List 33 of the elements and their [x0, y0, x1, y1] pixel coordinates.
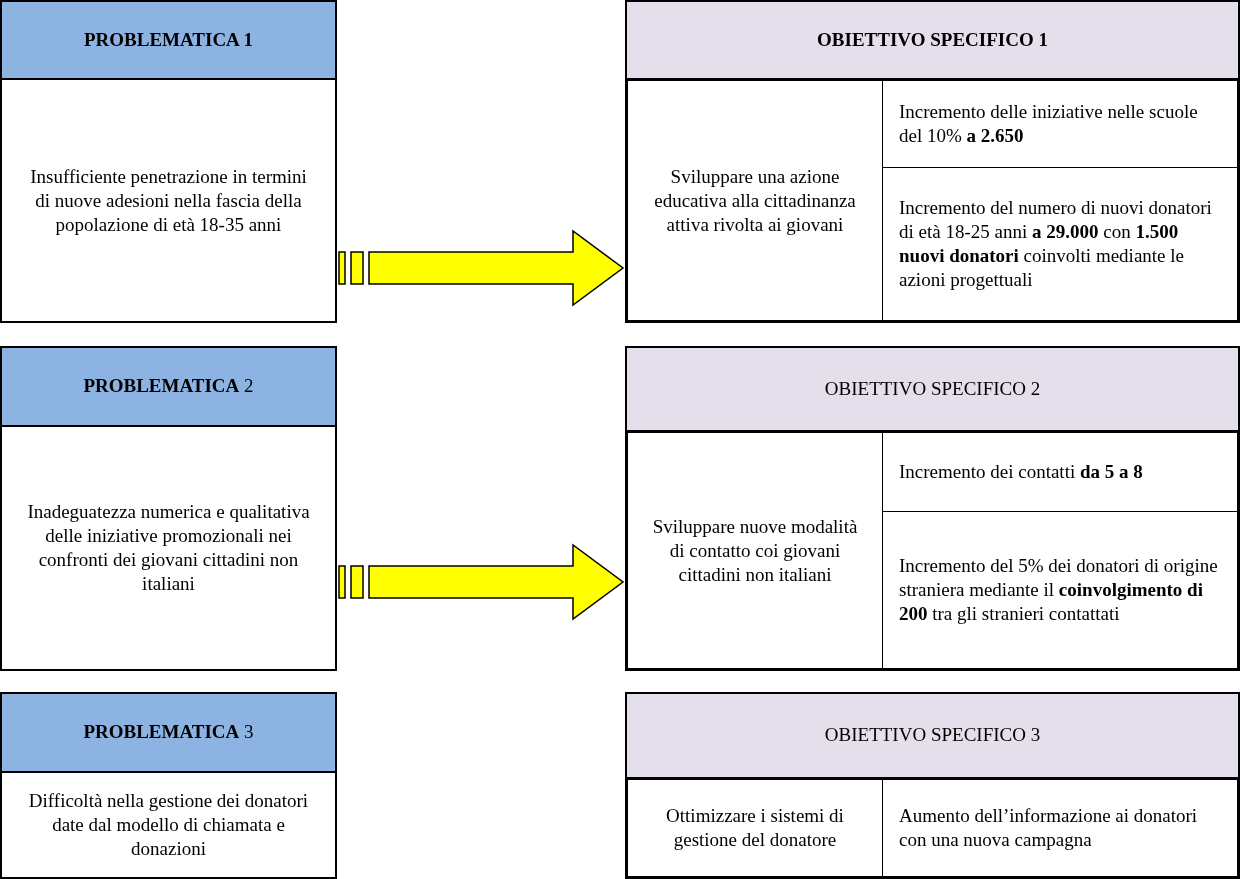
- problem-box: [0, 0, 337, 323]
- cell-text: Incremento delle iniziative nelle scuole del 10% a 2.650: [899, 100, 1199, 148]
- table-cell: [882, 167, 1238, 321]
- heading-text: OBIETTIVO SPECIFICO 3: [824, 723, 1041, 748]
- objective-box: [625, 0, 1240, 323]
- objective-box: [625, 692, 1240, 879]
- heading-text: PROBLEMATICA 1: [83, 27, 254, 52]
- heading-text: PROBLEMATICA 3: [83, 720, 254, 745]
- cell-text: Incremento del 5% dei donatori di origine straniera mediante il coinvolgimento di 200 tra gli stranieri contattati: [899, 554, 1219, 626]
- cell-text: Ottimizzare i sistemi di gestione del donatore: [665, 804, 845, 852]
- table-cell: [882, 511, 1238, 669]
- problem-box: [0, 346, 337, 671]
- problem-box: [0, 692, 337, 879]
- body-text: Inadeguatezza numerica e qualitativa delle iniziative promozionali nei confronti dei giovani cittadini non italiani: [26, 500, 311, 596]
- table-cell: [627, 80, 883, 321]
- cell-text: Incremento dei contatti da 5 a 8: [899, 460, 1143, 484]
- cell-text: Sviluppare nuove modalità di contatto coi giovani cittadini non italiani: [651, 514, 859, 587]
- objective-box: [625, 346, 1240, 671]
- body-text: Insufficiente penetrazione in termini di nuove adesioni nella fascia della popolazione di età 18-35 anni: [29, 164, 308, 237]
- cell-text: Aumento dell’informazione ai donatori con una nuova campagna: [899, 804, 1199, 852]
- block-arrow: [338, 543, 625, 621]
- cell-text: Sviluppare una azione educativa alla cittadinanza attiva rivolta ai giovani: [653, 164, 857, 237]
- table-cell: [882, 80, 1238, 168]
- heading-text: OBIETTIVO SPECIFICO 1: [817, 27, 1048, 52]
- heading-text: PROBLEMATICA 2: [83, 374, 254, 399]
- body-text: Difficoltà nella gestione dei donatori date dal modello di chiamata e donazioni: [27, 789, 310, 861]
- heading-text: OBIETTIVO SPECIFICO 2: [824, 376, 1041, 401]
- block-arrow: [338, 229, 625, 307]
- table-cell: [882, 432, 1238, 512]
- table-cell: [627, 779, 883, 877]
- cell-text: Incremento del numero di nuovi donatori di età 18-25 anni a 29.000 con 1.500 nuovi donatori coinvolti mediante le azioni progettuali: [899, 196, 1213, 292]
- table-cell: [627, 432, 883, 669]
- table-cell: [882, 779, 1238, 877]
